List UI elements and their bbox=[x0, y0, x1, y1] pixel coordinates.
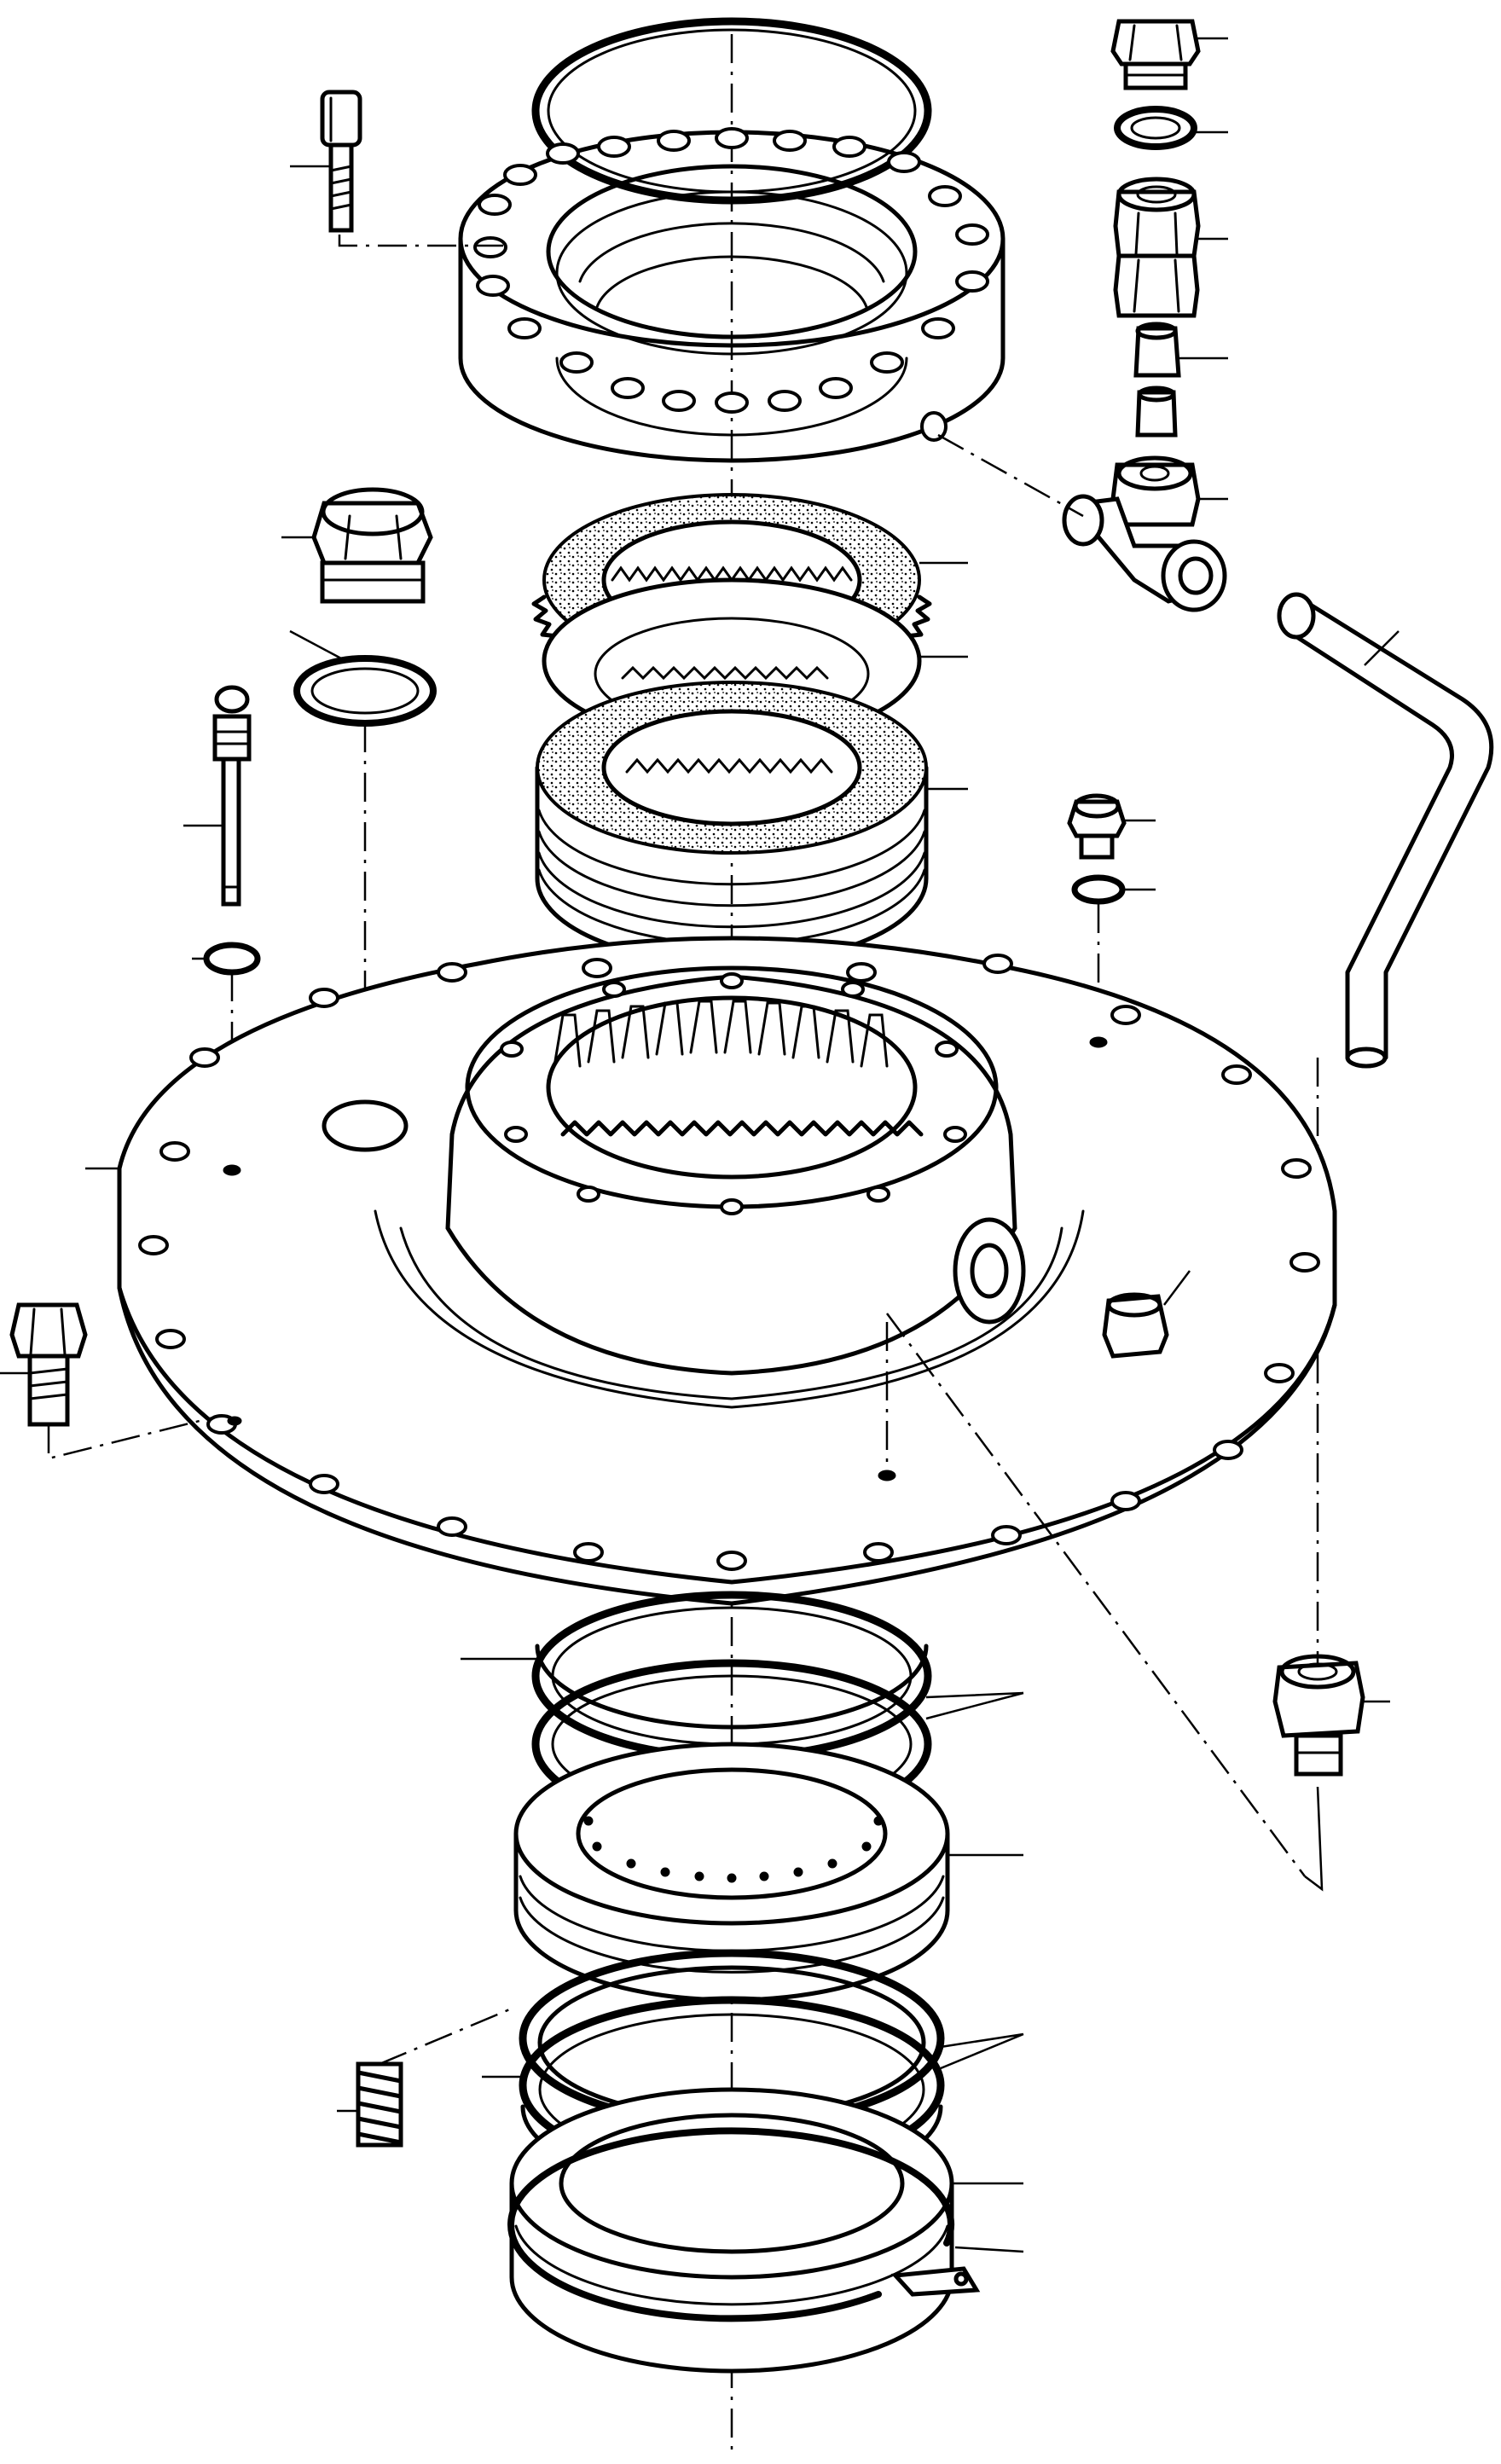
main-housing bbox=[117, 936, 1337, 1606]
union-nut bbox=[1113, 177, 1201, 258]
vent-cap bbox=[1110, 19, 1201, 90]
drain-plug-large bbox=[311, 487, 433, 604]
bearing-bolt-holes bbox=[583, 1816, 884, 1883]
flange-bolt-holes bbox=[473, 127, 989, 414]
elbow-fitting bbox=[1062, 455, 1227, 612]
cap-screw-top-left bbox=[320, 90, 362, 233]
snap-ring bbox=[507, 2127, 981, 2322]
plug-o-ring bbox=[293, 655, 437, 727]
side-port-plug bbox=[1102, 1292, 1169, 1359]
sealing-washer-1 bbox=[1114, 106, 1197, 150]
hex-bolt-left bbox=[9, 1302, 88, 1427]
dipstick bbox=[212, 685, 252, 907]
clutch-pack-stack bbox=[535, 681, 929, 966]
top-flange-ring bbox=[458, 127, 1005, 463]
drain-port-opening bbox=[322, 1099, 409, 1152]
piston bbox=[509, 2087, 954, 2374]
lower-bearing-housing bbox=[513, 1742, 950, 2003]
lube-port bbox=[920, 411, 948, 442]
side-port-boss bbox=[953, 1217, 1026, 1325]
compression-spring bbox=[356, 2061, 403, 2148]
small-plug bbox=[1067, 793, 1127, 860]
housing-bolt-holes bbox=[138, 954, 1320, 1571]
lower-hose-fitting bbox=[1272, 1654, 1365, 1777]
dipstick-washer bbox=[203, 942, 261, 976]
small-washer bbox=[1071, 874, 1126, 905]
hydraulic-hose bbox=[1277, 592, 1494, 1069]
hex-adapter bbox=[1113, 253, 1200, 318]
sleeve-ferrule bbox=[1133, 322, 1181, 438]
